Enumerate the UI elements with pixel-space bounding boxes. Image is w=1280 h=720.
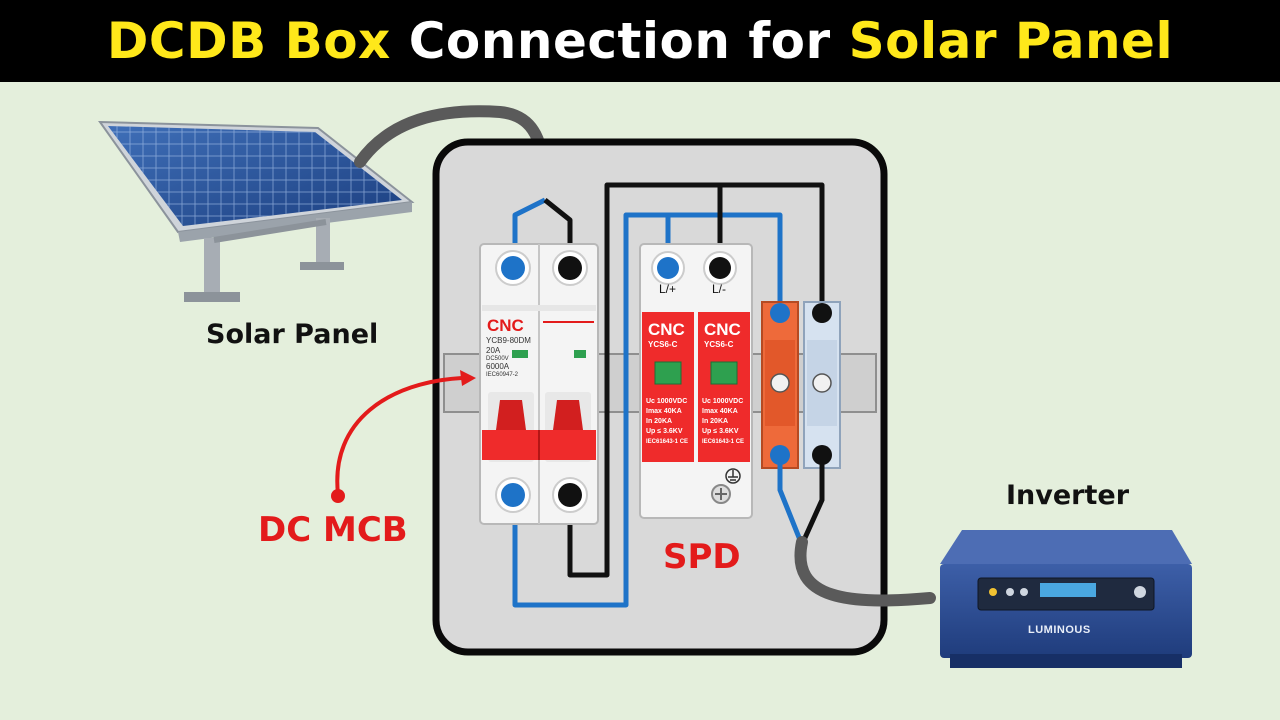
mcb-voltage: DC500V bbox=[486, 356, 509, 362]
inverter-cable bbox=[794, 536, 936, 607]
dc-mcb-label: DC MCB bbox=[258, 510, 408, 550]
wiring-diagram bbox=[98, 105, 1192, 668]
spd-left-standard: IEC61643-1 CE bbox=[646, 439, 689, 445]
mcb-standard: IEC60947-2 bbox=[486, 372, 519, 378]
spd-device bbox=[639, 243, 753, 519]
ground-symbol-icon bbox=[725, 468, 741, 484]
inverter-icon bbox=[940, 530, 1192, 668]
inverter-brand: LUMINOUS bbox=[1028, 624, 1091, 636]
spd-left-uc: Uc 1000VDC bbox=[646, 398, 688, 405]
mcb-model: YCB9-80DM bbox=[486, 336, 531, 345]
mcb-rating: 20A bbox=[486, 346, 501, 355]
mcb-pointer-arrow bbox=[331, 370, 476, 503]
spd-left-model: YCS6-C bbox=[648, 340, 678, 349]
title-part-solar: Solar Panel bbox=[848, 12, 1174, 70]
spd-right-uc: Uc 1000VDC bbox=[702, 398, 744, 405]
spd-right-standard: IEC61643-1 CE bbox=[702, 439, 745, 445]
spd-right-in: In 20KA bbox=[702, 418, 729, 425]
spd-right-up: Up ≤ 3.6KV bbox=[702, 428, 739, 435]
spd-left-imax: Imax 40KA bbox=[646, 408, 682, 415]
spd-terminal-neg-label: L/- bbox=[712, 282, 727, 296]
spd-right-model: YCS6-C bbox=[704, 340, 734, 349]
inverter-label: Inverter bbox=[1006, 480, 1130, 511]
title-part-connection: Connection for bbox=[408, 12, 831, 70]
mcb-brand: CNC bbox=[487, 316, 524, 335]
solar-panel-label: Solar Panel bbox=[206, 319, 379, 350]
fuse-holders bbox=[761, 301, 841, 469]
spd-label: SPD bbox=[663, 537, 741, 577]
spd-right-imax: Imax 40KA bbox=[702, 408, 738, 415]
output-wiring bbox=[777, 455, 936, 607]
spd-left-up: Up ≤ 3.6KV bbox=[646, 428, 683, 435]
spd-left-brand: CNC bbox=[648, 320, 685, 339]
dc-mcb-device bbox=[479, 243, 599, 525]
solar-panel-icon bbox=[98, 120, 415, 302]
spd-left-in: In 20KA bbox=[646, 418, 673, 425]
spd-terminal-pos-label: L/+ bbox=[659, 282, 677, 296]
title-bar bbox=[0, 0, 1280, 82]
title-part-dcdb: DCDB Box bbox=[106, 12, 391, 70]
mcb-breaking: 6000A bbox=[486, 362, 510, 371]
spd-right-brand: CNC bbox=[704, 320, 741, 339]
page-title: DCDB Box Connection for Solar Panel bbox=[0, 0, 1280, 82]
